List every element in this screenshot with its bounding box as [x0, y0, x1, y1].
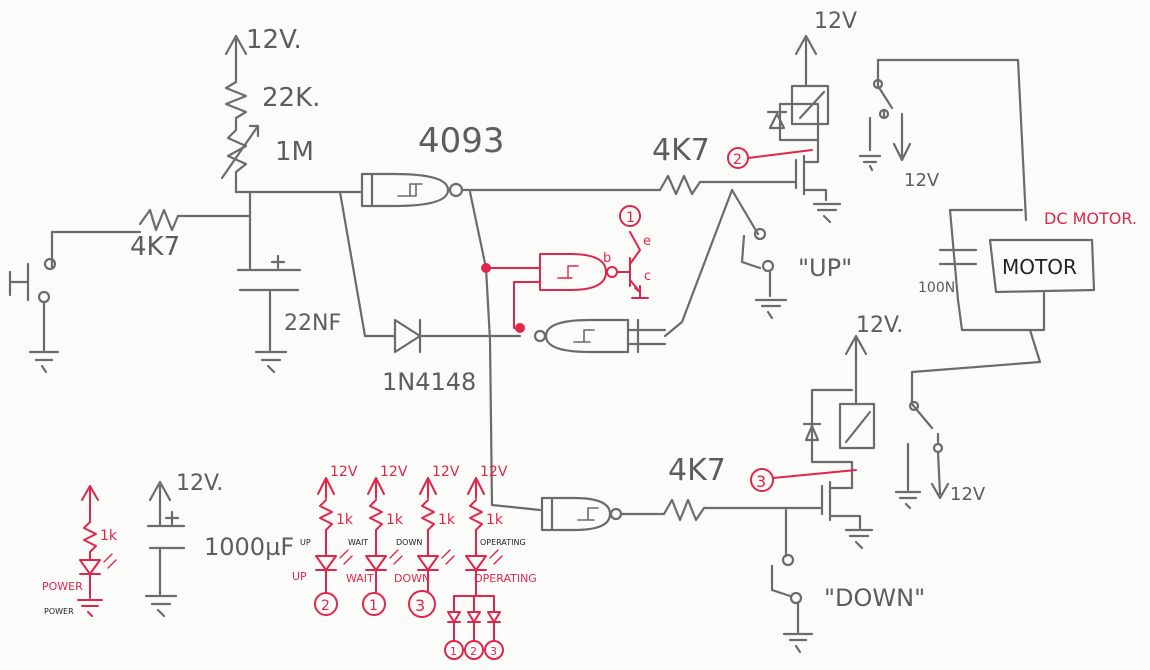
timing-capacitor — [236, 254, 302, 374]
down-relay — [802, 334, 876, 464]
resistor-22k — [224, 80, 248, 132]
nand-gate-down — [540, 496, 623, 532]
led-operating-supply-label: 12V — [480, 464, 508, 480]
led-wait-node: 1 — [369, 598, 378, 614]
node-1-label: 1 — [626, 210, 635, 226]
supply-12v-label: 12V. — [246, 25, 302, 55]
node-2-label: 2 — [733, 152, 742, 168]
led-up-label: UP — [292, 570, 307, 583]
up-mosfet — [794, 138, 842, 224]
up-switch-wire — [663, 188, 734, 338]
transistor-collector-label: c — [644, 269, 651, 284]
op-node-2: 2 — [470, 645, 477, 658]
down-relay-contacts — [894, 370, 950, 510]
led-power — [77, 485, 117, 617]
down-switch — [770, 508, 814, 654]
input-resistor — [138, 208, 252, 232]
up-supply-label: 12V — [814, 9, 857, 34]
led-up-res-label: 1k — [336, 512, 354, 528]
led-power-label: POWER — [42, 580, 83, 593]
down-resistor-label: 4K7 — [668, 453, 726, 488]
led-power-res-label: 1k — [100, 528, 118, 544]
up-switch — [730, 188, 788, 320]
supply-arrow-top — [224, 34, 248, 84]
input-pushbutton — [8, 230, 142, 374]
motor-cap-label: 100N — [918, 280, 955, 296]
node-3-link — [772, 469, 857, 479]
node-1-marker — [619, 205, 641, 227]
bulk-capacitor — [144, 480, 186, 618]
chip-label: 4093 — [418, 121, 505, 161]
caption-down: DOWN — [396, 538, 422, 547]
led-operating-label: OPERATING — [474, 572, 537, 585]
dc-motor — [910, 208, 1096, 374]
bulk-cap-label: 1000µF — [204, 533, 294, 561]
op-node-3: 3 — [490, 645, 497, 658]
timing-capacitor-label: 22NF — [284, 311, 341, 336]
led-down-supply-label: 12V — [432, 464, 460, 480]
up-relay — [766, 34, 830, 142]
transistor-emitter-label: e — [643, 234, 651, 249]
motor-box-label: MOTOR — [1002, 255, 1077, 279]
up-relay-contacts — [858, 58, 1028, 222]
up-resistor — [658, 174, 798, 196]
down-mosfet — [820, 460, 874, 550]
node-3-marker — [750, 468, 774, 492]
down-resistor — [619, 498, 822, 522]
diode-label: 1N4148 — [382, 368, 476, 396]
nand-gate-main — [360, 172, 464, 208]
potentiometer-1m — [220, 124, 260, 194]
down-switch-label: "DOWN" — [824, 584, 925, 612]
led-up-node: 2 — [321, 598, 330, 614]
up-resistor-label: 4K7 — [652, 133, 710, 168]
resistor-22k-label: 22K. — [262, 83, 320, 113]
led-down-res-label: 1k — [438, 512, 456, 528]
transistor-base-label: b — [603, 251, 611, 266]
potentiometer-label: 1M — [275, 137, 314, 167]
up-switch-label: "UP" — [798, 254, 852, 282]
led-operating — [444, 477, 504, 660]
up-motor-supply-label: 12V — [904, 170, 940, 191]
transistor-pnp — [616, 231, 649, 299]
motor-title: DC MOTOR. — [1044, 209, 1137, 228]
nand-gate-indicator — [481, 253, 618, 333]
led-wait-res-label: 1k — [386, 512, 404, 528]
trunk-wire — [468, 190, 542, 512]
led-up — [314, 477, 353, 616]
input-resistor-label: 4K7 — [130, 232, 180, 262]
led-down — [408, 477, 455, 618]
led-down-node: 3 — [415, 596, 425, 615]
led-wait-supply-label: 12V — [380, 464, 408, 480]
led-operating-res-label: 1k — [486, 512, 504, 528]
down-motor-supply-label: 12V — [950, 484, 986, 505]
bulk-supply-label: 12V. — [176, 471, 223, 496]
nand-gate-up — [533, 318, 667, 354]
feedback-wire — [338, 190, 397, 338]
diode-1n4148 — [393, 318, 522, 354]
led-wait — [362, 477, 403, 616]
op-node-1: 1 — [450, 645, 457, 658]
caption-wait: WAIT — [348, 538, 368, 547]
caption-power: POWER — [44, 607, 74, 616]
down-supply-label: 12V. — [856, 313, 903, 338]
node-3-label: 3 — [756, 472, 766, 491]
node-2-link — [747, 149, 813, 159]
caption-up: UP — [300, 538, 311, 547]
led-down-label: DOWN — [394, 572, 430, 585]
caption-operating: OPERATING — [480, 538, 526, 547]
led-up-supply-label: 12V — [330, 464, 358, 480]
led-wait-label: WAIT — [346, 572, 374, 585]
